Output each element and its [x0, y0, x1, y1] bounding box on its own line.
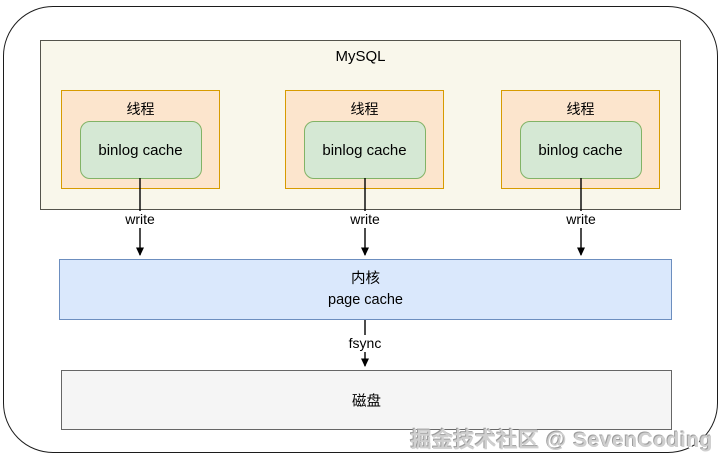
- watermark-text: 掘金技术社区 @ SevenCoding: [410, 429, 713, 452]
- thread-box-2: 线程 binlog cache: [285, 90, 444, 189]
- binlog-cache-label-1: binlog cache: [98, 141, 183, 159]
- thread-box-3: 线程 binlog cache: [501, 90, 660, 189]
- write-label-1: write: [121, 211, 159, 228]
- kernel-label-line2: page cache: [328, 291, 403, 308]
- write-label-2: write: [346, 211, 384, 228]
- thread-label-3: 线程: [566, 101, 595, 117]
- disk-label: 磁盘: [352, 393, 381, 410]
- disk-box: 磁盘: [61, 370, 672, 430]
- binlog-cache-label-2: binlog cache: [322, 141, 407, 159]
- binlog-cache-box-1: binlog cache: [79, 121, 202, 179]
- thread-label-2: 线程: [350, 101, 379, 117]
- thread-label-1: 线程: [126, 101, 155, 117]
- kernel-label-line1: 内核: [351, 270, 380, 287]
- fsync-label: fsync: [344, 335, 386, 352]
- thread-box-1: 线程 binlog cache: [61, 90, 220, 189]
- kernel-page-cache-box: 内核 page cache: [59, 259, 672, 320]
- mysql-title: MySQL: [335, 48, 386, 65]
- binlog-cache-box-2: binlog cache: [303, 121, 426, 179]
- binlog-cache-label-3: binlog cache: [538, 141, 623, 159]
- write-label-3: write: [562, 211, 600, 228]
- outer-rounded-frame: [3, 6, 718, 453]
- binlog-cache-box-3: binlog cache: [519, 121, 642, 179]
